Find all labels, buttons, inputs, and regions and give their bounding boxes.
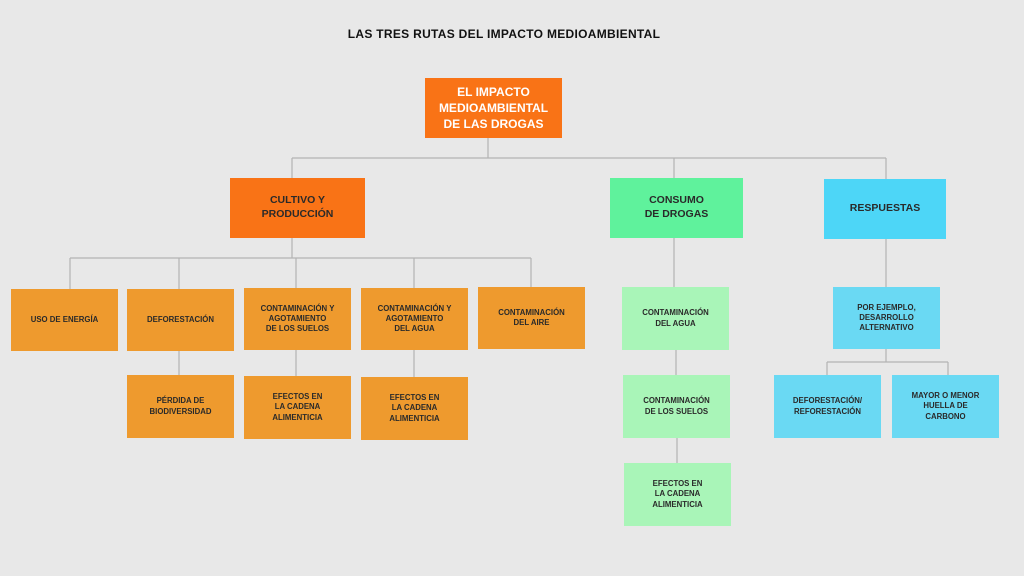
node-respuestas: RESPUESTAS bbox=[824, 179, 946, 239]
node-contaminacion-agua: CONTAMINACIÓN Y AGOTAMIENTO DEL AGUA bbox=[361, 288, 468, 350]
node-consumo-contaminacion-agua: CONTAMINACIÓN DEL AGUA bbox=[622, 287, 729, 350]
node-uso-energia: USO DE ENERGÍA bbox=[11, 289, 118, 351]
node-efectos-cadena-agua: EFECTOS EN LA CADENA ALIMENTICIA bbox=[361, 377, 468, 440]
node-desarrollo-alternativo: POR EJEMPLO, DESARROLLO ALTERNATIVO bbox=[833, 287, 940, 349]
node-cultivo-produccion: CULTIVO Y PRODUCCIÓN bbox=[230, 178, 365, 238]
node-consumo-contaminacion-suelos: CONTAMINACIÓN DE LOS SUELOS bbox=[623, 375, 730, 438]
node-consumo-efectos-cadena: EFECTOS EN LA CADENA ALIMENTICIA bbox=[624, 463, 731, 526]
node-contaminacion-suelos: CONTAMINACIÓN Y AGOTAMIENTO DE LOS SUELO… bbox=[244, 288, 351, 350]
node-contaminacion-aire: CONTAMINACIÓN DEL AIRE bbox=[478, 287, 585, 349]
node-deforestacion-reforestacion: DEFORESTACIÓN/ REFORESTACIÓN bbox=[774, 375, 881, 438]
node-efectos-cadena-suelos: EFECTOS EN LA CADENA ALIMENTICIA bbox=[244, 376, 351, 439]
node-root: EL IMPACTO MEDIOAMBIENTAL DE LAS DROGAS bbox=[425, 78, 562, 138]
diagram-title: LAS TRES RUTAS DEL IMPACTO MEDIOAMBIENTA… bbox=[347, 27, 661, 41]
node-deforestacion: DEFORESTACIÓN bbox=[127, 289, 234, 351]
node-consumo-drogas: CONSUMO DE DROGAS bbox=[610, 178, 743, 238]
node-perdida-biodiversidad: PÉRDIDA DE BIODIVERSIDAD bbox=[127, 375, 234, 438]
node-huella-carbono: MAYOR O MENOR HUELLA DE CARBONO bbox=[892, 375, 999, 438]
